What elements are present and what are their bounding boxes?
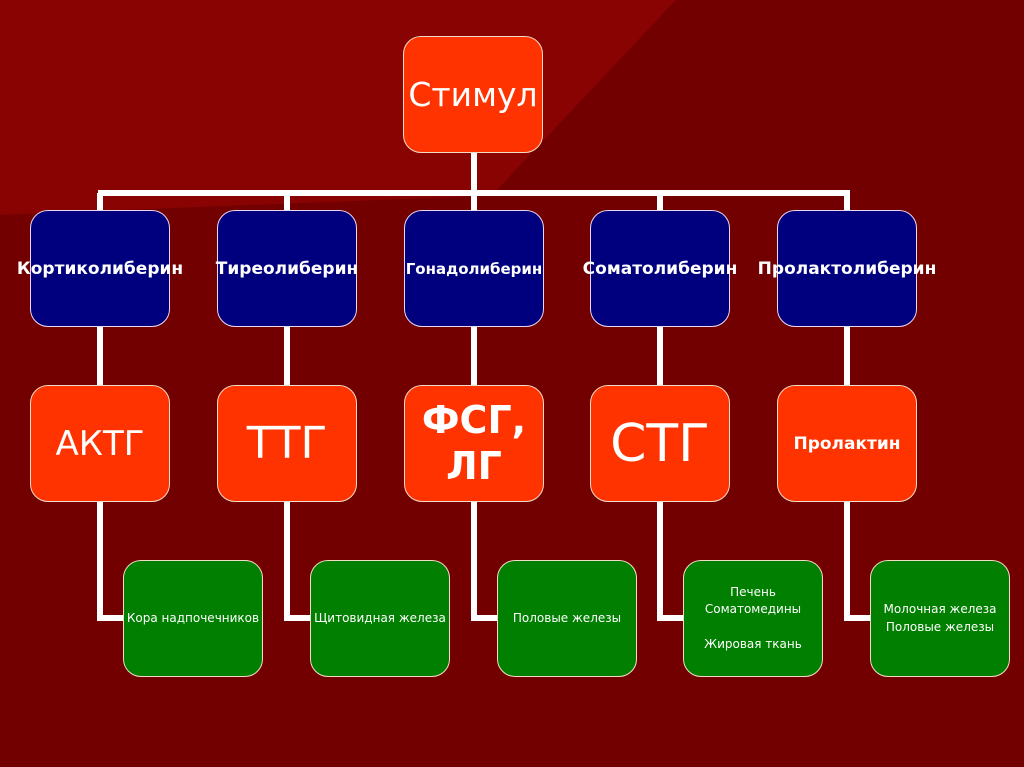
liberin-node-corticoliberin: Кортиколиберин [17, 210, 183, 327]
liberin-label: Гонадолиберин [405, 259, 543, 278]
target-label: Молочная железа Половые железы [883, 602, 997, 634]
elbow-hormone-target-1 [97, 502, 123, 621]
elbow-hormone-target-2 [284, 502, 310, 621]
liberin-node-somatoliberin: Соматолиберин [583, 210, 737, 327]
hormone-node-ttg: ТТГ [217, 385, 357, 502]
liberin-node-thyroliberin: Тиреолиберин [215, 210, 359, 327]
elbow-hormone-target-4 [657, 502, 683, 621]
target-node-mammary-gonads: Молочная железа Половые железы [870, 560, 1010, 677]
liberin-label: Кортиколиберин [16, 258, 184, 279]
hormone-label: Пролактин [793, 433, 901, 454]
hormone-node-stg: СТГ [590, 385, 730, 502]
target-label: Кора надпочечников [126, 610, 260, 625]
hormone-label: АКТГ [55, 423, 145, 464]
stimulus-node: Стимул [403, 36, 543, 153]
liberin-label: Тиреолиберин [215, 258, 359, 279]
elbow-hormone-target-5 [844, 502, 870, 621]
liberin-label: Соматолиберин [582, 258, 738, 279]
target-node-thyroid: Щитовидная железа [310, 560, 450, 677]
liberin-node-prolactoliberin: Пролактолиберин [758, 210, 936, 327]
hormone-label: СТГ [610, 413, 710, 474]
hormone-node-prolactin: Пролактин [777, 385, 917, 502]
hormone-node-actg: АКТГ [30, 385, 170, 502]
target-label: Печень Соматомедины Жировая ткань [704, 584, 802, 651]
elbow-hormone-target-3 [471, 502, 497, 621]
target-node-gonads: Половые железы [497, 560, 637, 677]
hormone-label: ТТГ [246, 418, 328, 469]
target-label: Половые железы [512, 610, 622, 625]
liberin-label: Пролактолиберин [757, 258, 937, 279]
hormone-label: ФСГ, ЛГ [421, 397, 527, 488]
liberin-node-gonadoliberin: Гонадолиберин [404, 210, 544, 327]
stimulus-label: Стимул [408, 75, 538, 114]
target-label: Щитовидная железа [314, 610, 446, 625]
target-node-liver-adipose: Печень Соматомедины Жировая ткань [683, 560, 823, 677]
hormone-node-fsg-lg: ФСГ, ЛГ [404, 385, 544, 502]
target-node-adrenal-cortex: Кора надпочечников [123, 560, 263, 677]
